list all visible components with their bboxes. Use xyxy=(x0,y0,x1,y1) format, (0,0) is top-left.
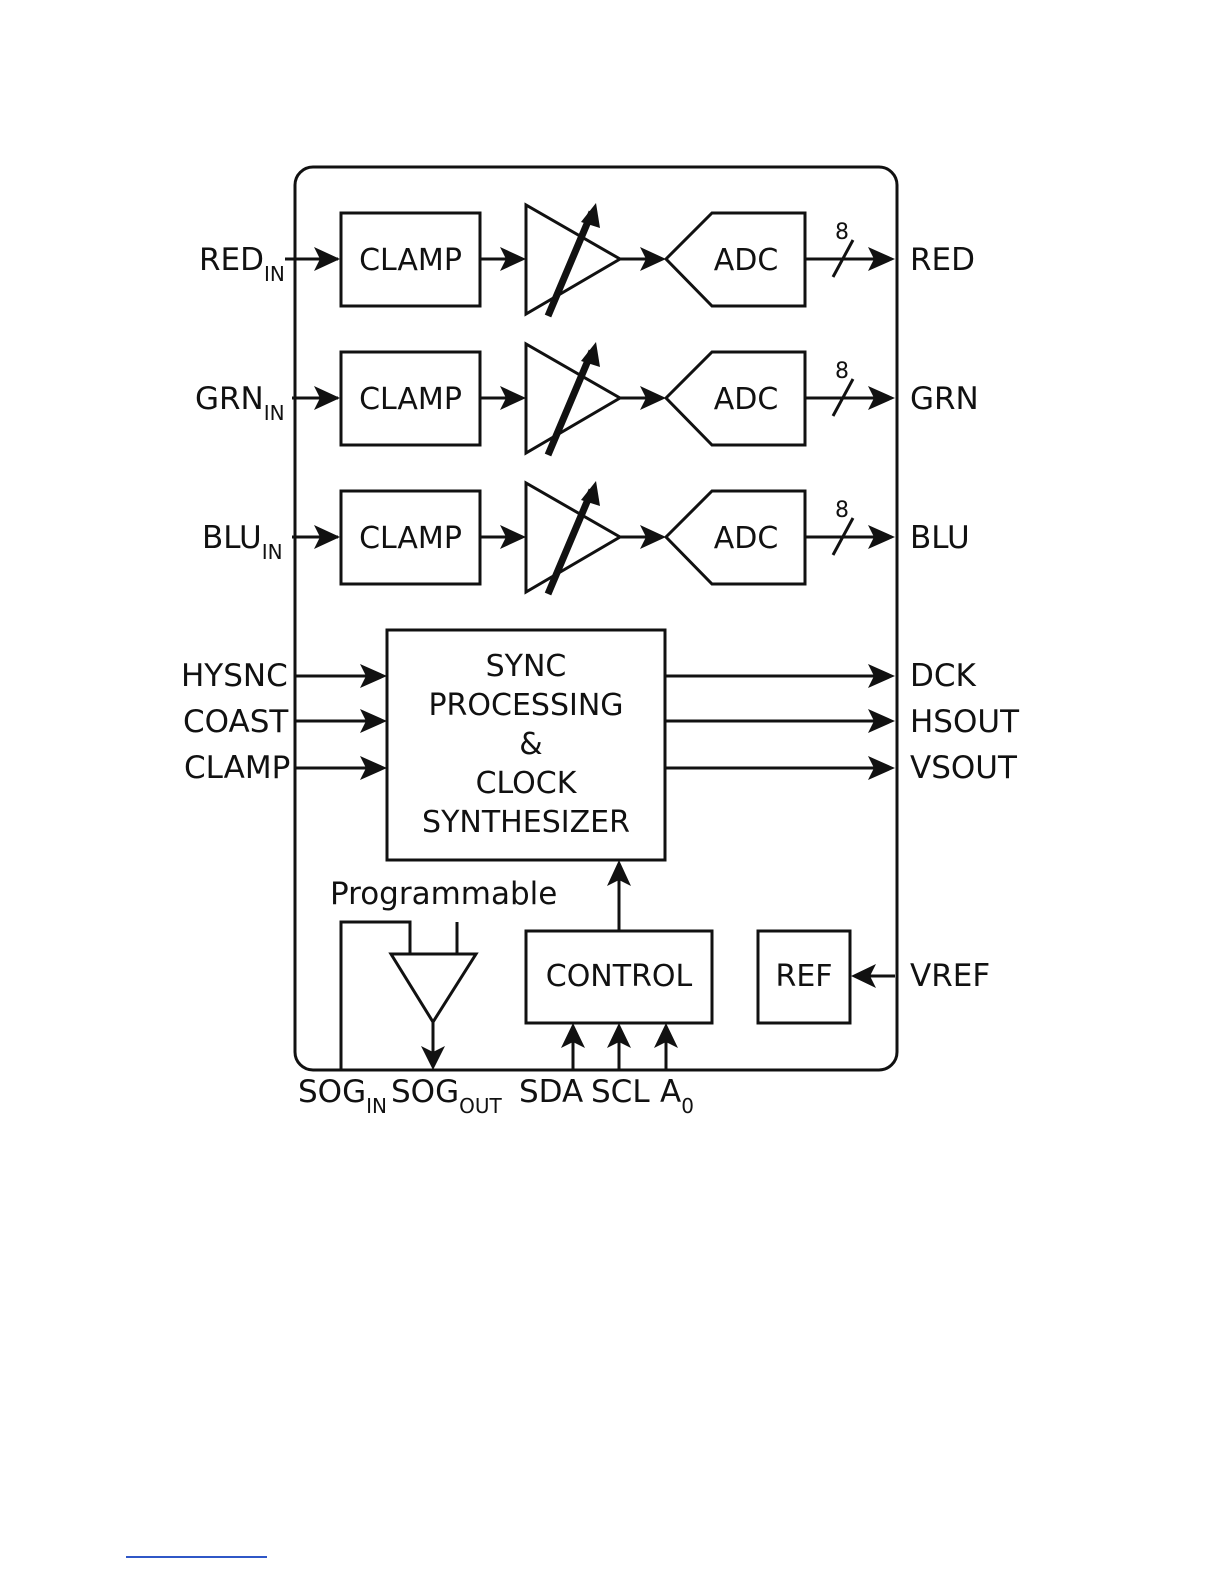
sync-block-line-2: PROCESSING xyxy=(428,688,623,723)
pin-sda: SDA xyxy=(519,1074,583,1110)
sync-output-dck: DCK xyxy=(910,658,977,694)
clamp-label: CLAMP xyxy=(359,521,462,556)
bus-width-label: 8 xyxy=(835,359,849,384)
output-label: RED xyxy=(910,242,975,278)
input-label: REDIN xyxy=(199,242,285,286)
sync-input-arrows xyxy=(295,664,387,780)
sync-input-hsync: HYSNC xyxy=(181,658,288,694)
sync-block-line-4: CLOCK xyxy=(476,766,578,801)
sync-input-clamp: CLAMP xyxy=(184,750,290,786)
input-label: BLUIN xyxy=(202,520,283,564)
pin-sog-in: SOGIN xyxy=(298,1074,387,1118)
clamp-label: CLAMP xyxy=(359,382,462,417)
sync-output-arrows xyxy=(665,664,895,780)
vref-label: VREF xyxy=(910,958,990,994)
adc-label: ADC xyxy=(714,521,779,556)
sync-output-hsout: HSOUT xyxy=(910,704,1020,740)
control-input-arrows xyxy=(561,1023,678,1070)
sync-block-line-3: & xyxy=(519,727,542,762)
pin-scl: SCL xyxy=(591,1074,650,1110)
ref-label: REF xyxy=(775,959,832,994)
adc-label: ADC xyxy=(714,243,779,278)
pin-a0: A0 xyxy=(660,1074,694,1118)
output-label: GRN xyxy=(910,381,979,417)
sync-input-coast: COAST xyxy=(183,704,289,740)
channel-red: CLAMP ADC 8 REDIN RED xyxy=(199,203,975,316)
bus-width-label: 8 xyxy=(835,220,849,245)
control-label: CONTROL xyxy=(546,959,693,994)
adc-label: ADC xyxy=(714,382,779,417)
sync-output-vsout: VSOUT xyxy=(910,750,1018,786)
bus-width-label: 8 xyxy=(835,498,849,523)
channel-grn: CLAMP ADC 8 GRNIN GRN xyxy=(195,342,979,455)
output-label: BLU xyxy=(910,520,970,556)
input-label: GRNIN xyxy=(195,381,285,425)
pin-sog-out: SOGOUT xyxy=(391,1074,502,1118)
clamp-label: CLAMP xyxy=(359,243,462,278)
sog-comparator xyxy=(391,954,476,1022)
sync-block-line-5: SYNTHESIZER xyxy=(422,805,630,840)
sync-block-line-1: SYNC xyxy=(486,649,567,684)
sog-in-wire xyxy=(341,922,410,1070)
footnote-rule xyxy=(126,1556,267,1558)
channel-blu: CLAMP ADC 8 BLUIN BLU xyxy=(202,481,970,594)
sog-programmable-label: Programmable xyxy=(330,876,557,912)
